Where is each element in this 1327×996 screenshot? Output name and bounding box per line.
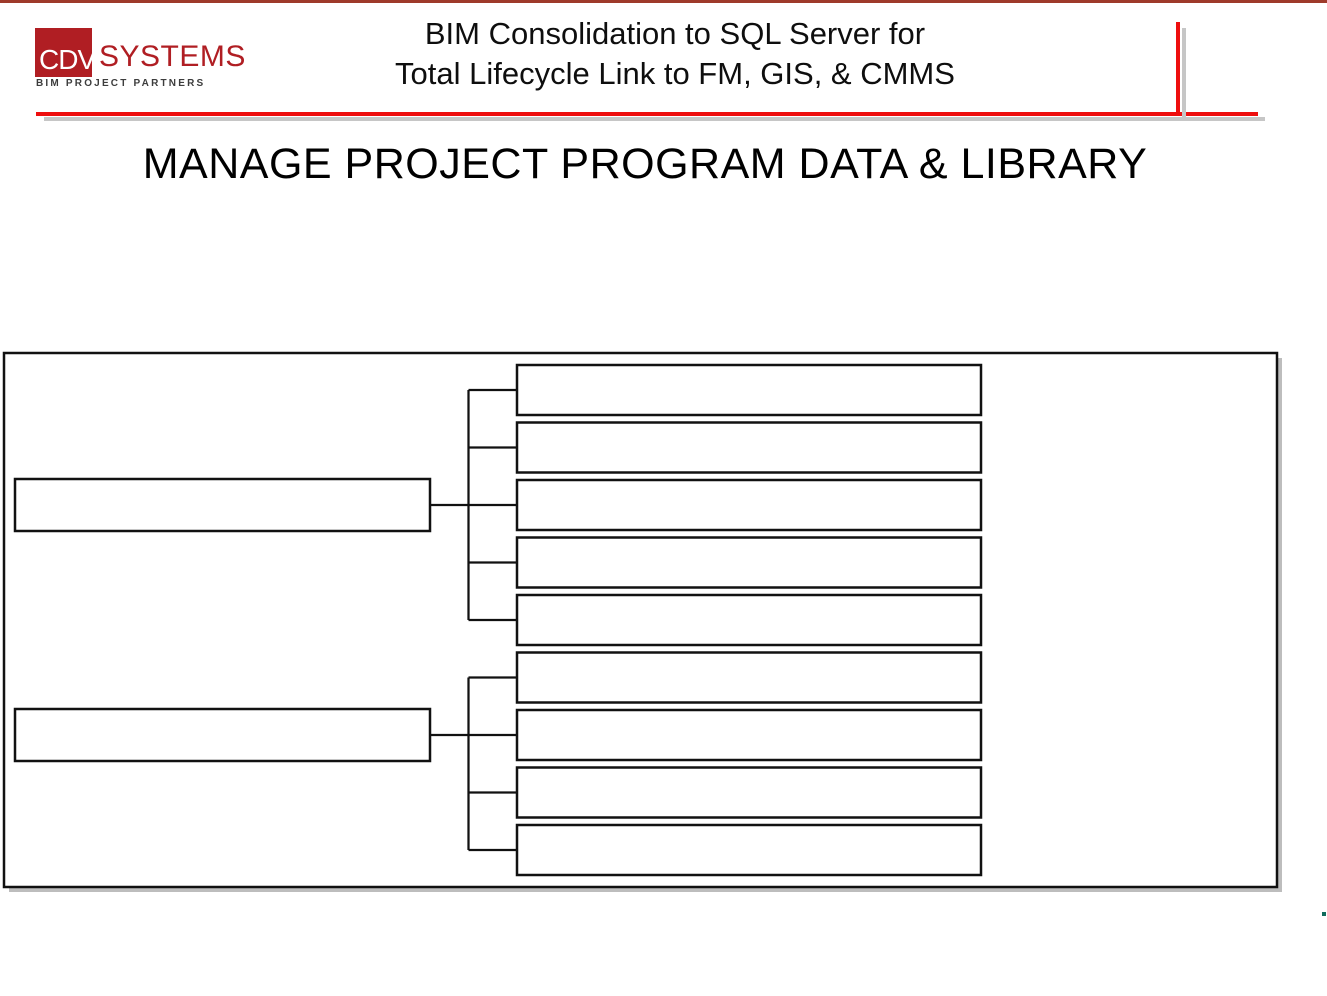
logo-square: CDV — [35, 28, 96, 77]
header-vertical-rule-shadow — [1182, 28, 1186, 121]
parent-box-2 — [13, 707, 432, 763]
child-box-2 — [515, 421, 983, 474]
title-line-1: BIM Consolidation to SQL Server for — [424, 16, 926, 51]
section-heading: MANAGE PROJECT PROGRAM DATA & LIBRARY — [142, 140, 1148, 188]
header-rule-shadow — [44, 117, 1265, 121]
child-box-8 — [515, 766, 983, 819]
header-rule-red — [36, 112, 1258, 116]
header-vertical-rule-red — [1176, 22, 1180, 116]
slide-title: BIM Consolidation to SQL Server for Tota… — [330, 14, 1020, 94]
teal-artifact-dot — [1322, 912, 1326, 916]
logo-square-text: CDV — [39, 44, 96, 75]
child-box-3 — [515, 478, 983, 532]
title-line-2: Total Lifecycle Link to FM, GIS, & CMMS — [395, 56, 955, 91]
parent-box-1 — [13, 477, 432, 533]
child-box-1 — [515, 363, 983, 417]
child-box-4 — [515, 536, 983, 589]
child-box-6 — [515, 651, 983, 704]
logo-name-text: SYSTEMS — [99, 40, 246, 73]
child-box-5 — [515, 593, 983, 647]
child-box-9 — [515, 823, 983, 877]
child-box-7 — [515, 708, 983, 762]
logo-tagline: BIM PROJECT PARTNERS — [36, 78, 206, 89]
top-accent-bar — [0, 0, 1327, 3]
